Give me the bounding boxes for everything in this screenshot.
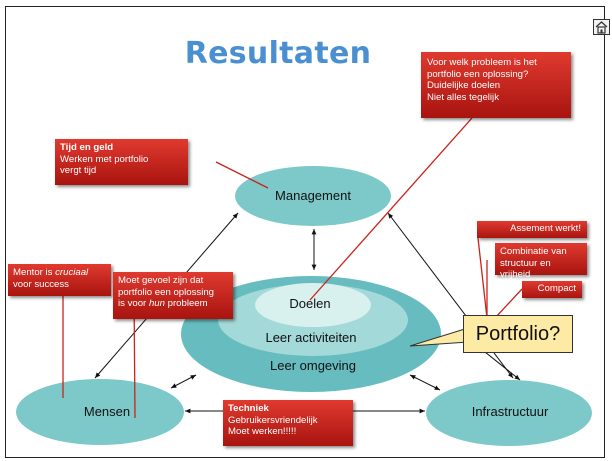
callout-mentor: Mentor is cruciaal voor success (8, 264, 111, 296)
callout-tijd-en-geld: Tijd en geld Werken met portfolio vergt … (55, 139, 188, 185)
infrastructuur-ellipse (426, 380, 592, 446)
node-label-leer-omgeving: Leer omgeving (270, 358, 356, 373)
callout-mentor-part1: Mentor is (13, 267, 56, 278)
callout-gevoel-line1: Moet gevoel zijn dat (118, 275, 204, 286)
callout-combinatie-line2: structuur en vrijheid (500, 257, 551, 281)
node-label-leer-activiteiten: Leer activiteiten (265, 330, 357, 345)
callout-techniek: Techniek Gebruikersvriendelijk Moet werk… (223, 400, 353, 446)
callout-gevoel-line2: portfolio een oplossing (118, 286, 215, 298)
center-ellipse-inner (255, 283, 371, 327)
arrow-mensen-center (170, 374, 197, 389)
line-compact (494, 288, 523, 319)
callout-tijd-line1: Werken met portfolio (60, 153, 149, 165)
callout-assement-text: Assement werkt! (510, 223, 581, 234)
callout-techniek-line1: Gebruikersvriendelijk (228, 414, 318, 426)
callout-tijd-heading: Tijd en geld (60, 142, 114, 153)
management-ellipse (235, 166, 391, 226)
callout-probleem-line1: Voor welk probleem is het (427, 57, 537, 68)
home-icon (595, 21, 608, 34)
mensen-ellipse (16, 379, 184, 445)
callout-gevoel: Moet gevoel zijn dat portfolio een oplos… (113, 272, 233, 319)
callout-gevoel-emphasis: hun (148, 298, 165, 310)
slide-frame (5, 6, 605, 458)
line-assement (477, 237, 488, 319)
callout-mentor-emphasis: cruciaal (55, 267, 89, 278)
arrow-center-infrastructuur (409, 374, 441, 391)
callout-probleem-line3: Duidelijke doelen (427, 80, 501, 92)
callout-compact-text: Compact (537, 283, 576, 294)
callout-techniek-line2: Moet werken!!!!! (228, 426, 297, 438)
node-label-management: Management (275, 188, 351, 203)
callout-mentor-line2: voor success (13, 278, 69, 290)
line-tijd-management (215, 161, 269, 189)
home-button[interactable] (593, 19, 610, 35)
node-label-mensen: Mensen (83, 404, 131, 419)
callout-gevoel-part3: is voor (118, 298, 149, 310)
callout-probleem-line2: portfolio een oplossing? (427, 68, 529, 80)
node-label-doelen: Doelen (289, 296, 331, 311)
callout-gevoel-part3b: probleem (164, 298, 208, 310)
portfolio-box: Portfolio? (463, 315, 573, 353)
callout-combinatie: Combinatie van structuur en vrijheid (495, 243, 587, 280)
node-label-infrastructuur: Infrastructuur (471, 404, 549, 419)
slide-title: Resultaten (184, 36, 372, 71)
callout-probleem: Voor welk probleem is het portfolio een … (421, 52, 571, 118)
callout-tijd-line2: vergt tijd (60, 165, 97, 177)
callout-combinatie-line1: Combinatie van (500, 246, 567, 257)
callout-techniek-heading: Techniek (228, 403, 269, 414)
callout-assement: Assement werkt! (477, 221, 587, 238)
line-probleem-doelen (309, 117, 473, 301)
callout-compact: Compact (522, 281, 582, 298)
callout-probleem-line4: Niet alles tegelijk (427, 91, 499, 103)
